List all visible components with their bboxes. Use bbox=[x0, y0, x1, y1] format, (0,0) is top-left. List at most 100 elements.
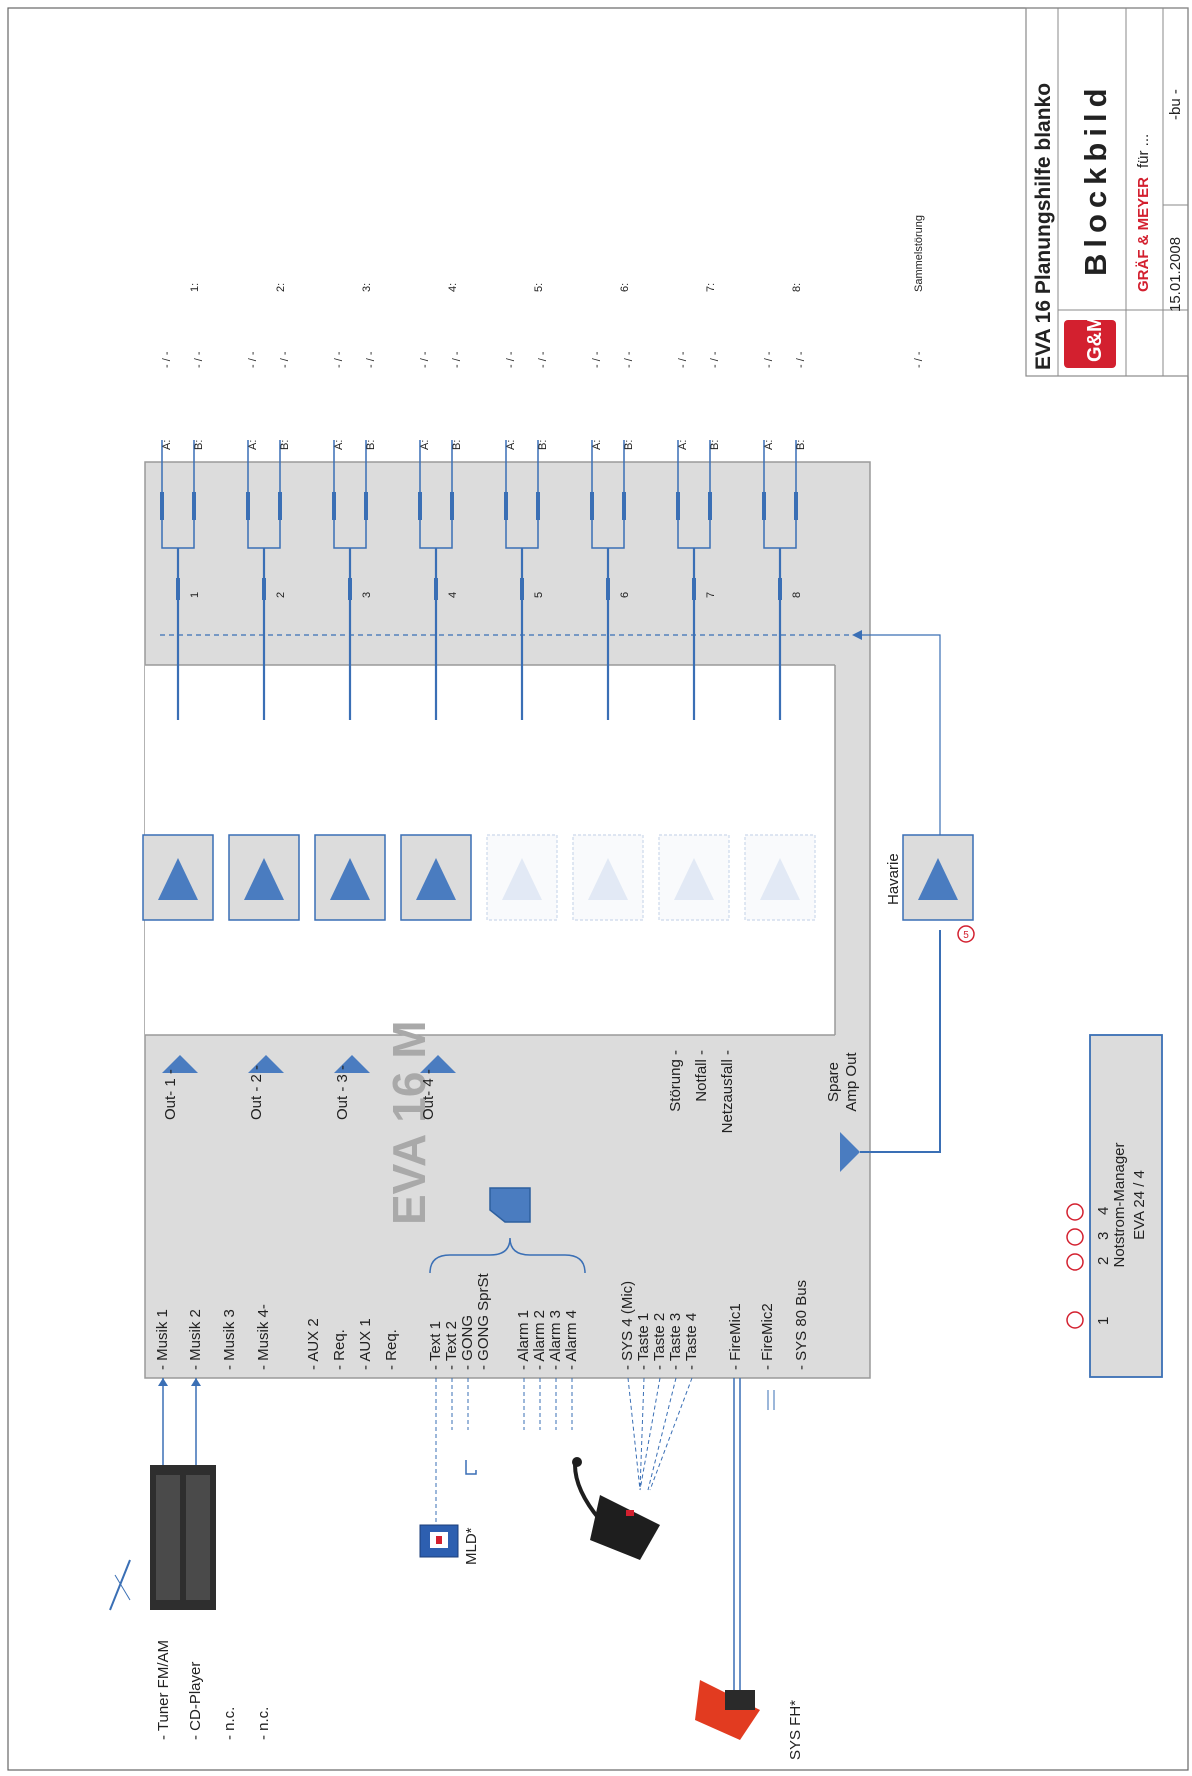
source-cd: - CD-Player bbox=[187, 1662, 204, 1740]
manager-in-2: 2 bbox=[1095, 1257, 1112, 1265]
channel-8-b-dash: - / - bbox=[795, 351, 807, 368]
channel-5-number: 5 bbox=[533, 592, 545, 598]
title-block: EVA 16 Planungshilfe blanko Blockbild GR… bbox=[1026, 8, 1188, 376]
input-sys-4: - SYS 4 (Mic) bbox=[619, 1281, 636, 1370]
channel-1-a-label: A: bbox=[161, 440, 173, 450]
input-taste-3: - Taste 3 bbox=[667, 1313, 684, 1370]
out-3-label: Out - 3 - bbox=[334, 1065, 351, 1120]
spare-havarie-line bbox=[860, 930, 940, 1152]
amp-4 bbox=[401, 835, 471, 920]
channel-3-a-dash: - / - bbox=[333, 351, 345, 368]
channel-8-b-label: B: bbox=[795, 440, 807, 450]
havarie-amp: Havarie 5 bbox=[885, 835, 974, 942]
input-req-2: - Req. bbox=[383, 1329, 400, 1370]
input-alarm-4: - Alarm 4 bbox=[563, 1310, 580, 1370]
manager-badge-2 bbox=[1067, 1254, 1083, 1270]
zone-3-label: 3: bbox=[361, 283, 373, 292]
channel-4-b-label: B: bbox=[451, 440, 463, 450]
sysfh-label: SYS FH* bbox=[787, 1700, 804, 1760]
channel-1-relay bbox=[176, 578, 180, 600]
input-musik-4: - Musik 4- bbox=[255, 1304, 272, 1370]
out-2-label: Out - 2 - bbox=[248, 1065, 265, 1120]
sys-fh-device: SYS FH* bbox=[695, 1680, 804, 1760]
manager-in-1: 1 bbox=[1095, 1317, 1112, 1325]
channel-8-number: 8 bbox=[791, 592, 803, 598]
havarie-badge-label: 5 bbox=[963, 930, 969, 941]
channel-6-b-label: B: bbox=[623, 440, 635, 450]
status-stoerung: Störung - bbox=[667, 1050, 684, 1112]
channel-2-number: 2 bbox=[275, 592, 287, 598]
zone-4-label: 4: bbox=[447, 283, 459, 292]
input-musik-2: - Musik 2 bbox=[187, 1309, 204, 1370]
havarie-label: Havarie bbox=[885, 853, 902, 905]
channel-2-a-dash: - / - bbox=[247, 351, 259, 368]
input-musik-3: - Musik 3 bbox=[221, 1309, 238, 1370]
mld-device: MLD* bbox=[420, 1525, 480, 1565]
brand-text: GRÄF & MEYER bbox=[1135, 177, 1152, 292]
havarie-bus-line bbox=[860, 635, 940, 835]
channel-3-a-fuse bbox=[332, 492, 336, 520]
channel-1-a-fuse bbox=[160, 492, 164, 520]
channel-6-a-dash: - / - bbox=[591, 351, 603, 368]
channel-3-b-label: B: bbox=[365, 440, 377, 450]
notstrom-manager: Notstrom-Manager EVA 24 / 4 1 2 3 4 bbox=[1067, 1035, 1162, 1377]
channel-2-relay bbox=[262, 578, 266, 600]
channel-5-a-label: A: bbox=[505, 440, 517, 450]
subtitle-text: Blockbild bbox=[1078, 82, 1113, 276]
zone-1-label: 1: bbox=[189, 283, 201, 292]
zone-8-label: 8: bbox=[791, 283, 803, 292]
channel-8-a-fuse bbox=[762, 492, 766, 520]
channel-6-b-fuse bbox=[622, 492, 626, 520]
channel-4-a-fuse bbox=[418, 492, 422, 520]
svg-text:G&M: G&M bbox=[1084, 315, 1106, 362]
out-4-label: Out- 4 - bbox=[420, 1069, 437, 1120]
manager-badge-4 bbox=[1067, 1204, 1083, 1220]
amp-2 bbox=[229, 835, 299, 920]
out-1-label: Out- 1 - bbox=[162, 1069, 179, 1120]
channel-3-relay bbox=[348, 578, 352, 600]
channel-5-b-label: B: bbox=[537, 440, 549, 450]
zone-7-label: 7: bbox=[705, 283, 717, 292]
source-tuner: - Tuner FM/AM bbox=[155, 1640, 172, 1740]
manager-model: EVA 24 / 4 bbox=[1131, 1170, 1148, 1240]
zone-5-label: 5: bbox=[533, 283, 545, 292]
channel-1-number: 1 bbox=[189, 592, 201, 598]
channel-5-b-dash: - / - bbox=[537, 351, 549, 368]
channel-5-b-fuse bbox=[536, 492, 540, 520]
author-text: -bu - bbox=[1167, 89, 1184, 120]
zone-labels: 1: 2: 3: 4: 5: 6: 7: 8: Sammelstörung - … bbox=[189, 215, 925, 368]
channel-7-a-dash: - / - bbox=[677, 351, 689, 368]
channel-7-a-label: A: bbox=[677, 440, 689, 450]
channel-3-number: 3 bbox=[361, 592, 373, 598]
manager-badge-3 bbox=[1067, 1229, 1083, 1245]
channel-2-a-label: A: bbox=[247, 440, 259, 450]
amp-1 bbox=[143, 835, 213, 920]
input-sys-80-bus: - SYS 80 Bus bbox=[793, 1280, 810, 1370]
mld-label: MLD* bbox=[463, 1527, 480, 1565]
input-alarm-1: - Alarm 1 bbox=[515, 1310, 532, 1370]
microphone-station bbox=[572, 1457, 660, 1560]
date-text: 15.01.2008 bbox=[1167, 237, 1184, 312]
input-req-1: - Req. bbox=[331, 1329, 348, 1370]
channel-6-a-fuse bbox=[590, 492, 594, 520]
channel-7-b-fuse bbox=[708, 492, 712, 520]
unit-title: EVA 16 M bbox=[383, 1020, 435, 1225]
input-taste-2: - Taste 2 bbox=[651, 1313, 668, 1370]
channel-8-a-label: A: bbox=[763, 440, 775, 450]
channel-4-number: 4 bbox=[447, 592, 459, 598]
input-alarm-2: - Alarm 2 bbox=[531, 1310, 548, 1370]
channel-6-a-label: A: bbox=[591, 440, 603, 450]
amp-3 bbox=[315, 835, 385, 920]
channel-7-relay bbox=[692, 578, 696, 600]
input-aux-2: - AUX 2 bbox=[305, 1318, 322, 1370]
channel-8-a-dash: - / - bbox=[763, 351, 775, 368]
channel-7-a-fuse bbox=[676, 492, 680, 520]
input-gong-sprst: - GONG SprSt bbox=[475, 1272, 492, 1370]
channel-2-b-label: B: bbox=[279, 440, 291, 450]
amp-7-optional bbox=[659, 835, 729, 920]
amp-8-optional bbox=[745, 835, 815, 920]
channel-4-a-dash: - / - bbox=[419, 351, 431, 368]
sammel-dash: - / - bbox=[913, 351, 925, 368]
channel-4-a-label: A: bbox=[419, 440, 431, 450]
